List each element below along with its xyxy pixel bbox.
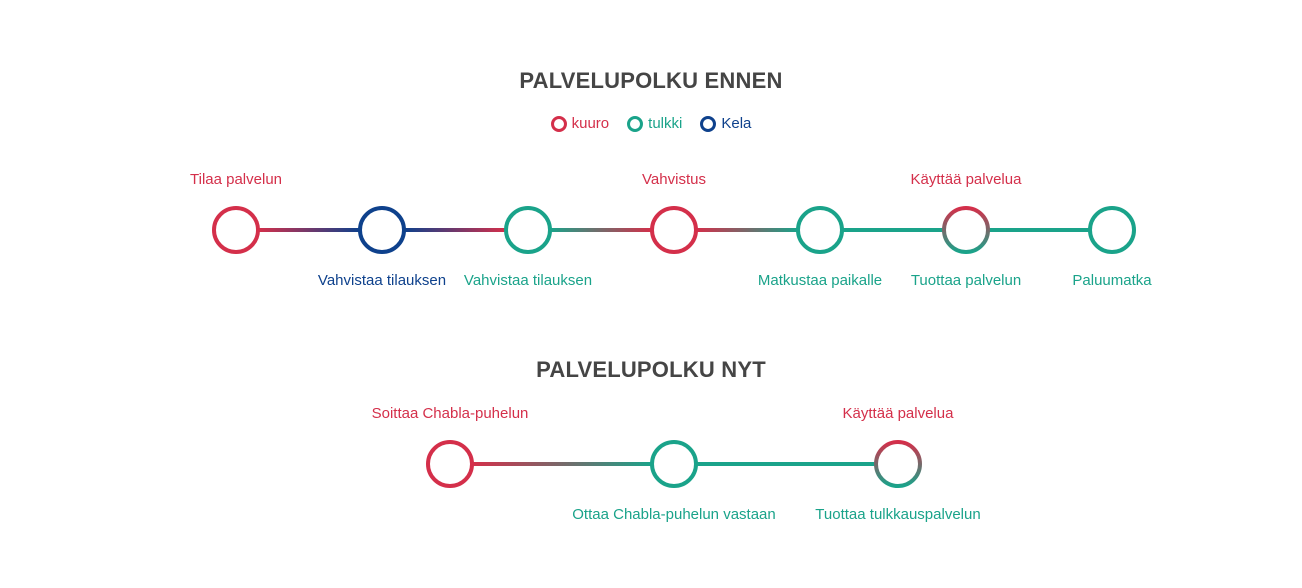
title-before: PALVELUPOLKU ENNEN bbox=[519, 68, 783, 93]
step-node-tulkki bbox=[504, 206, 552, 254]
step-label: Soittaa Chabla-puhelun bbox=[371, 405, 529, 422]
circle-icon bbox=[700, 115, 717, 132]
step-label: Käyttää palvelua bbox=[910, 171, 1022, 188]
connector-line bbox=[258, 228, 360, 232]
step-label: Tuottaa tulkkauspalvelun bbox=[815, 506, 981, 523]
step-label: Käyttää palvelua bbox=[842, 405, 954, 422]
legend-item-kuuro: kuuro bbox=[550, 115, 610, 132]
connector-line bbox=[696, 228, 798, 232]
step-label: Matkustaa paikalle bbox=[757, 272, 883, 289]
connector-line bbox=[842, 228, 944, 232]
legend-item-kela: Kela bbox=[700, 115, 751, 132]
connector-line bbox=[696, 462, 876, 466]
legend-label: tulkki bbox=[648, 115, 683, 132]
title-now: PALVELUPOLKU NYT bbox=[536, 357, 766, 382]
step-node-kuuro-tulkki bbox=[942, 206, 990, 254]
legend-label: kuuro bbox=[571, 115, 610, 132]
connector-line bbox=[472, 462, 652, 466]
step-node-kuuro-tulkki bbox=[874, 440, 922, 488]
step-label: Vahvistaa tilauksen bbox=[317, 272, 447, 289]
step-node-tulkki bbox=[1088, 206, 1136, 254]
step-node-kuuro bbox=[212, 206, 260, 254]
step-label: Vahvistaa tilauksen bbox=[463, 272, 593, 289]
step-node-tulkki bbox=[650, 440, 698, 488]
connector-line bbox=[988, 228, 1090, 232]
legend-item-tulkki: tulkki bbox=[627, 115, 682, 132]
connector-line bbox=[550, 228, 652, 232]
step-label: Paluumatka bbox=[1072, 272, 1152, 289]
step-node-kuuro bbox=[650, 206, 698, 254]
legend-label: Kela bbox=[721, 115, 752, 132]
step-node-tulkki bbox=[796, 206, 844, 254]
legend: kuuro tulkki Kela bbox=[0, 115, 1302, 132]
connector-line bbox=[404, 228, 506, 232]
step-label: Ottaa Chabla-puhelun vastaan bbox=[572, 506, 776, 523]
circle-icon bbox=[627, 115, 644, 132]
step-node-kela bbox=[358, 206, 406, 254]
step-label: Tilaa palvelun bbox=[190, 171, 282, 188]
circle-icon bbox=[550, 115, 567, 132]
step-label: Tuottaa palvelun bbox=[910, 272, 1022, 289]
step-label: Vahvistus bbox=[642, 171, 706, 188]
step-node-kuuro bbox=[426, 440, 474, 488]
